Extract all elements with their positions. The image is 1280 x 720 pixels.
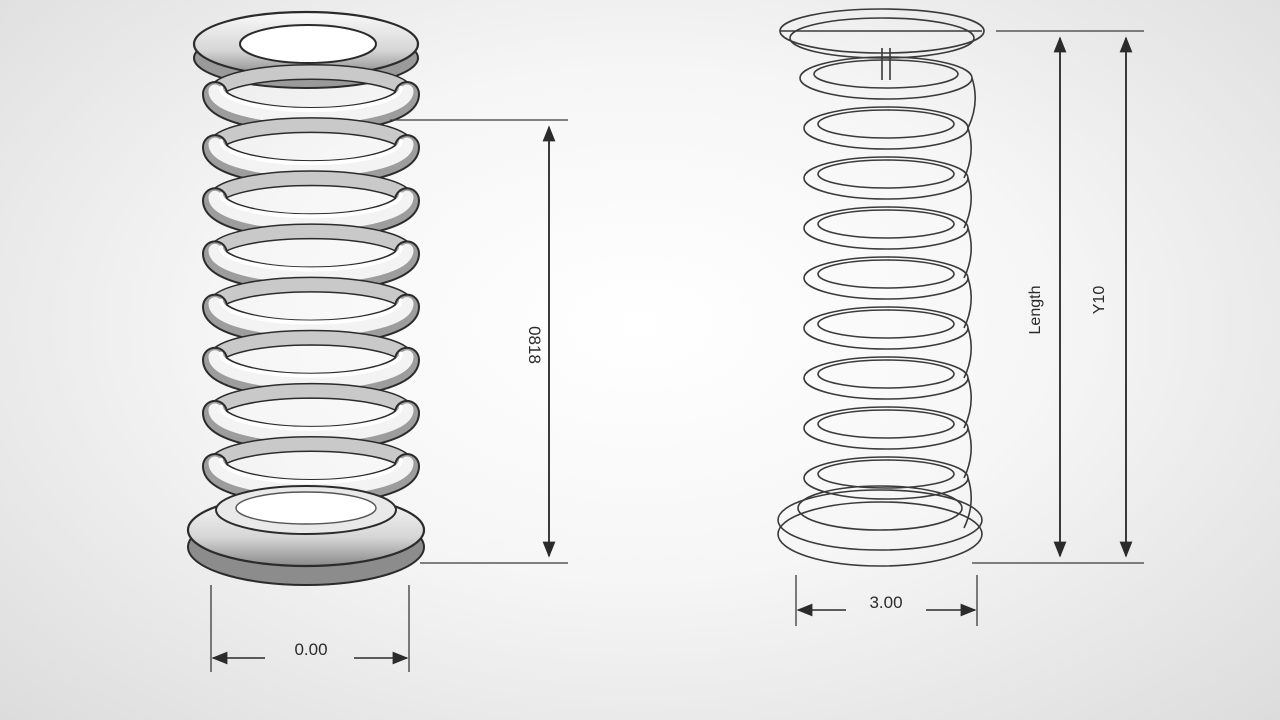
right-top-ring [779, 8, 985, 80]
left-coils [202, 64, 420, 505]
left-coil [202, 170, 420, 240]
right-length-dimension: Length [972, 30, 1144, 564]
left-width-label: 0.00 [294, 640, 327, 659]
right-width-label: 3.00 [869, 593, 902, 612]
right-overall-label: Y10 [1091, 286, 1108, 315]
left-coil [202, 276, 420, 346]
left-coil [202, 117, 420, 187]
left-height-dimension: 0818 [390, 119, 568, 564]
left-bottom-plate [186, 485, 426, 586]
right-width-dimension: 3.00 [795, 575, 978, 626]
right-length-label: Length [1027, 286, 1044, 335]
left-coil [202, 382, 420, 452]
left-coil [202, 64, 420, 133]
right-coils [799, 56, 976, 529]
left-spring [186, 10, 426, 586]
right-spring [777, 8, 985, 567]
left-coil [202, 329, 420, 399]
right-overall-dimension: Y10 [1091, 36, 1133, 558]
left-height-label: 0818 [525, 326, 544, 364]
right-coil [799, 56, 976, 129]
right-bottom-ring [777, 485, 983, 567]
right-coil [803, 306, 972, 379]
left-coil [202, 436, 420, 505]
right-coil [803, 206, 972, 279]
right-coil [803, 456, 972, 529]
left-coil [202, 223, 420, 293]
left-width-dimension: 0.00 [210, 585, 410, 672]
